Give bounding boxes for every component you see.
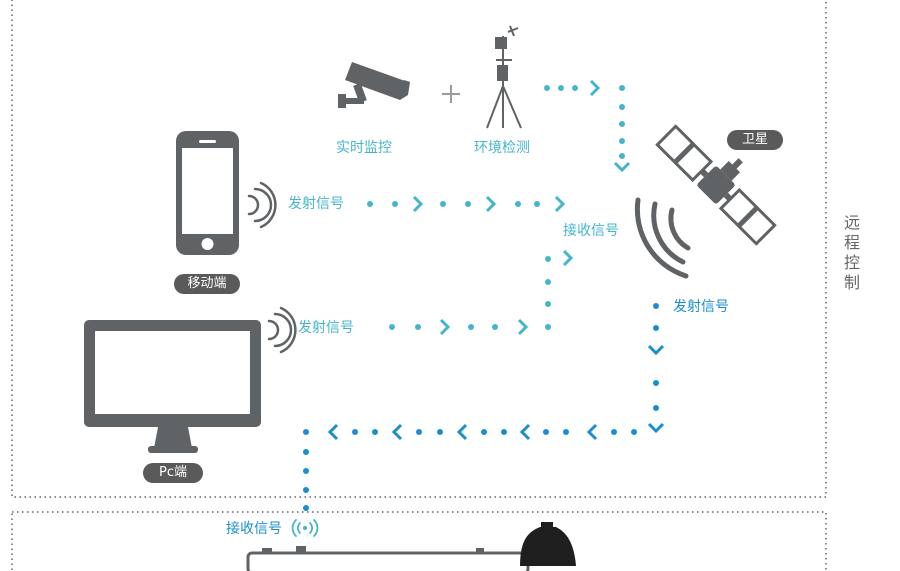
remote-control-char: 程 — [843, 233, 860, 252]
remote-control-char: 制 — [843, 273, 860, 292]
flow-path-mobile — [367, 195, 566, 213]
satellite-signal-waves-icon — [634, 197, 691, 279]
weather-station-icon — [486, 25, 522, 129]
robot-device-icon — [246, 522, 576, 571]
flow-path-pc — [389, 249, 574, 336]
remote-control-char: 控 — [843, 253, 860, 272]
receive-signal-label: 接收信号 — [563, 223, 619, 239]
send-signal-mobile-label: 发射信号 — [288, 196, 344, 212]
monitoring-label: 实时监控 — [336, 140, 392, 156]
satellite-label: 卫星 — [727, 130, 783, 150]
wifi-signal-icon — [267, 306, 297, 354]
plus-icon — [442, 85, 460, 103]
mobile-label: 移动端 — [174, 274, 240, 294]
smartphone-icon — [176, 131, 239, 255]
cctv-camera-icon — [338, 62, 410, 108]
send-signal-pc-label: 发射信号 — [298, 320, 354, 336]
pc-label: Pc端 — [143, 463, 203, 483]
receive-signal-bottom-label: 接收信号 — [226, 521, 282, 537]
wifi-signal-icon — [247, 181, 277, 229]
flow-path-downlink — [303, 303, 665, 511]
remote-control-char: 远 — [843, 213, 860, 232]
monitor-icon — [84, 320, 261, 453]
flow-path-to-satellite — [544, 79, 631, 173]
env-detection-label: 环境检测 — [474, 140, 530, 156]
send-signal-satellite-label: 发射信号 — [673, 299, 729, 315]
wifi-signal-icon — [291, 519, 319, 537]
remote-control-label: 远 程 控 制 — [842, 213, 862, 293]
